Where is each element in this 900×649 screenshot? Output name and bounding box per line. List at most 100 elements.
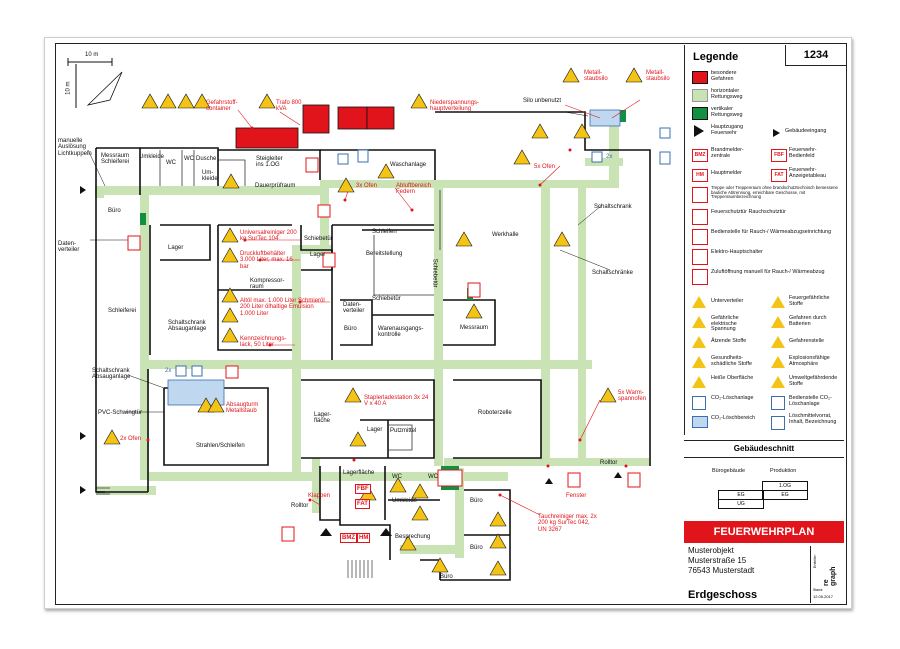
room-buero-3: Büro	[470, 498, 483, 504]
tag-co2-count: 2x	[165, 368, 172, 374]
scale-label-vertical: 10 m	[65, 81, 72, 95]
label-schiebetuer-2: Schiebetür	[372, 296, 401, 302]
voltage-icon	[692, 316, 706, 328]
health-icon	[692, 356, 706, 368]
stairs-icon	[692, 187, 708, 203]
address-line-3: 76543 Musterstadt	[688, 566, 755, 575]
room-schleiferei: Schleiferei	[108, 308, 137, 314]
co2-area-icon	[692, 416, 708, 428]
explosive-icon	[771, 356, 785, 368]
fire-door-icon	[692, 209, 708, 225]
room-besprechung: Besprechung	[395, 534, 431, 540]
label-pvc-tor: PVC-Schwingtür	[98, 410, 143, 416]
special-hazard-blocks	[235, 104, 395, 149]
room-putzmittel: Putzmittel	[390, 428, 417, 434]
building-section: Gebäudeschnitt Bürogebäude Produktion 1.…	[684, 440, 844, 517]
legend-item: Gebäudeeingang	[785, 128, 827, 134]
co2-symbols	[175, 127, 671, 377]
room-umkleide-2: Um-kleide	[202, 170, 218, 183]
label-schaltschrank: Schaltschrank	[594, 204, 632, 210]
floor-name: Erdgeschoss	[688, 589, 758, 601]
tag-fbf: FBF	[355, 484, 371, 495]
room-schaltschrank-absauganlage: Schaltschrank Absauganlage	[168, 320, 207, 333]
legend-item: Gesundheits-schädliche Stoffe	[711, 355, 752, 367]
extinguishing-supply-icon	[771, 416, 785, 430]
legend-item: Elektro-Hauptschalter	[711, 249, 763, 255]
stairs-hatch	[96, 487, 373, 578]
legend-red-swatch	[692, 71, 708, 84]
legend-item: Zuluftöffnung manuell für Rauch-/ Wärmea…	[711, 269, 825, 275]
room-werkhalle: Werkhalle	[492, 232, 519, 238]
warning-triangles	[103, 67, 643, 576]
entrance-arrows	[80, 186, 622, 536]
room-dusche: Dusche	[196, 156, 217, 162]
plan-title-banner: FEUERWEHRPLAN	[684, 521, 844, 543]
hazard-ofen-5x: 5x Ofen	[534, 164, 556, 170]
address-block: Musterobjekt Musterstraße 15 76543 Muste…	[688, 546, 754, 576]
vendor-logo: re graph	[823, 566, 837, 586]
room-strahlen-schleifen: Strahlen/Schleifen	[196, 443, 245, 449]
scale-label: 10 m	[85, 52, 99, 58]
plan-number: 1234	[785, 45, 846, 66]
room-lager-2: Lager	[310, 252, 326, 258]
label-silo: Silo unbenutzt	[523, 98, 562, 104]
hazard-kennzeichnungslack: Kennzeichnungs-lack, 50 Liter	[240, 336, 287, 349]
legend-item: Treppe oder Treppenraum ohne brandschutz…	[711, 185, 838, 199]
address-line-1: Musterobjekt	[688, 546, 734, 555]
legend-item: Explosionsfähige Atmosphäre	[789, 355, 830, 367]
section-col-prod: Produktion	[770, 468, 797, 474]
legend-green-swatch	[692, 89, 708, 102]
tag-fat: FAT	[355, 499, 370, 510]
sub-distribution-icon	[692, 296, 706, 308]
hazard-niederspannung: Niederspannungs-hauptverteilung	[430, 100, 480, 113]
room-buero-2: Büro	[344, 326, 357, 332]
room-messraum: Messraum	[460, 325, 489, 331]
black-leaders	[87, 111, 611, 413]
box-symbols	[127, 157, 641, 542]
hazard-druckluftbehaelter: Druckluftbehälter 3.000 Liter, max. 16 b…	[240, 251, 293, 270]
legend-item: Brandmelder-zentrale	[711, 147, 744, 159]
hazard-oele: Altöl max. 1.000 Liter Schmieröl 200 Lit…	[240, 298, 325, 317]
room-buero-5: Büro	[440, 574, 453, 580]
legend-item: Heiße Oberfläche	[711, 375, 754, 381]
danger-icon	[771, 336, 785, 348]
hazard-ofen-3x: 3x Ofen	[356, 183, 378, 189]
room-lager-1: Lager	[168, 245, 184, 251]
tag-hm: HM	[357, 533, 371, 544]
room-wc-2: WC	[184, 156, 194, 162]
smoke-control-icon	[692, 229, 708, 245]
room-dauerpruefraum: Dauerprüfraum	[255, 183, 296, 189]
room-wc-1: WC	[166, 160, 176, 166]
legend-item: Feuerwehr-Bedienfeld	[789, 147, 817, 159]
legend-darkgreen-swatch	[692, 107, 708, 120]
room-warenausgangskontrolle: Warenausgangs-kontrolle	[378, 326, 424, 339]
legend-panel: Legende 1234 besondere Gefahren horizont…	[684, 45, 846, 435]
legend-item: Umweltgefährdende Stoffe	[789, 375, 838, 387]
hazard-absaugturm: Absaugturm Metallstaub	[226, 402, 259, 415]
room-wc-4: WC	[428, 474, 438, 480]
hazard-universalreiniger: Universalreiniger 200 kg SurTec 104	[240, 230, 297, 243]
legend-item: vertikaler Rettungsweg	[711, 106, 743, 118]
address-line-2: Musterstraße 15	[688, 556, 747, 565]
hazard-warmspannofen: 5x Warm-spannofen	[618, 390, 647, 403]
hazard-gefahrstoffcontainer: Gefahrstoff-container	[206, 100, 238, 113]
room-umkleide-3: Umkleide	[392, 498, 418, 504]
vendor-block: Ersteller: re graph Stand: 12.05.2017	[810, 546, 845, 603]
legend-item: besondere Gefahren	[711, 70, 737, 82]
inner-lines	[159, 150, 441, 451]
room-bereitstellung: Bereitstellung	[366, 251, 403, 257]
hazard-stapler: Staplerladestation 3x 24 V x 40 A	[364, 395, 429, 408]
section-eg-right: EG	[762, 490, 808, 500]
plan-date: 12.05.2017	[813, 594, 834, 599]
hazard-trafo: Trafo 800 kVA	[276, 100, 302, 113]
room-schleifen: Schleifen	[372, 229, 397, 235]
date-caption: Stand:	[813, 588, 824, 592]
hazard-metallstaubsilo-2: Metall-staubsilo	[646, 70, 670, 83]
legend-title: Legende	[693, 51, 739, 63]
section-title: Gebäudeschnitt	[684, 441, 844, 458]
label-datenverteiler-left: Daten-verteiler	[58, 241, 80, 254]
legend-item: CO₂-Löschbereich	[711, 415, 756, 421]
room-wc-3: WC	[392, 474, 402, 480]
legend-item: Feuerwehr-Anzeigetableau	[789, 167, 827, 179]
legend-item: Bedienstelle CO₂-Löschanlage	[789, 395, 832, 407]
